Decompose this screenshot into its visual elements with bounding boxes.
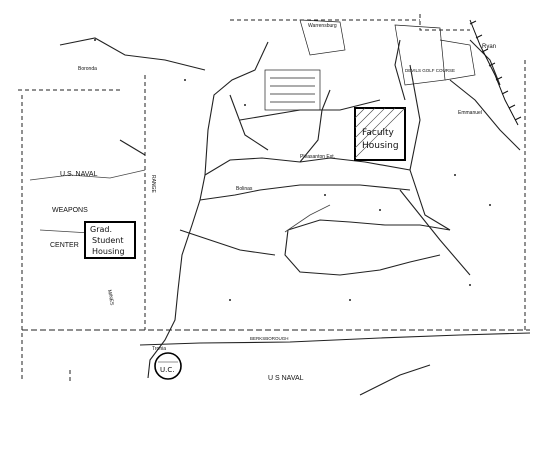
label-ryan: Ryan	[482, 44, 496, 50]
northeast-block	[394, 24, 446, 86]
roads	[59, 37, 531, 396]
road-north	[299, 89, 331, 163]
spot-mark	[379, 209, 381, 211]
spot-mark	[324, 194, 326, 196]
label-tronia: Tronia	[152, 346, 166, 352]
spot-mark	[469, 284, 471, 286]
ne-block-east	[439, 39, 476, 81]
creek-loop	[284, 204, 331, 233]
faculty-housing-area: Faculty Housing	[354, 107, 406, 161]
road-central	[199, 184, 411, 201]
road-far-east	[449, 79, 521, 151]
label-emmanuel: Emmanuel	[458, 110, 482, 116]
spot-mark	[489, 204, 491, 206]
road-northeast	[409, 64, 421, 171]
grad-housing-line3: Housing	[92, 247, 125, 256]
spot-mark	[229, 299, 231, 301]
label-bolinas: Bolinas	[236, 186, 253, 192]
spot-mark	[184, 79, 186, 81]
road-inner	[229, 94, 269, 151]
label-center: CENTER	[50, 242, 79, 249]
road-west-spur	[119, 139, 146, 156]
boundary-lines	[18, 14, 530, 382]
ne-boundary	[419, 14, 470, 31]
label-weapons: WEAPONS	[52, 207, 88, 214]
road-ne-corner	[469, 39, 501, 86]
main-highway	[147, 41, 269, 379]
spot-mark	[454, 174, 456, 176]
town-blocks	[264, 19, 476, 111]
road-northwest	[59, 37, 206, 71]
grad-housing-area: Grad. Student Housing	[84, 221, 136, 259]
label-boronda: Boronda	[78, 66, 97, 72]
railroad	[469, 19, 522, 126]
spot-mark	[244, 104, 246, 106]
road-loop-north	[287, 219, 451, 231]
label-devils-golf-course: DEVILS GOLF COURSE	[405, 68, 455, 73]
faculty-housing-box	[354, 107, 406, 161]
label-warrensburg: Warrensburg	[308, 23, 337, 29]
label-mines: MINES	[106, 289, 115, 306]
road-east	[299, 157, 411, 171]
road-east-connector	[409, 169, 451, 231]
uc-label: U.C.	[160, 366, 174, 374]
spot-marks	[94, 39, 491, 301]
road-south	[139, 332, 531, 346]
label-pleasanton-ext: Pleasanton Ext.	[300, 154, 335, 160]
town-block-north	[264, 69, 321, 111]
road-loop-south	[284, 229, 441, 276]
faculty-housing-line1: Faculty	[362, 128, 395, 138]
label-berksborough: BERKSBOROUGH	[250, 336, 289, 341]
map-labels: U.S. NAVAL WEAPONS CENTER U S NAVAL Boro…	[50, 23, 496, 382]
faculty-housing-hatch	[354, 107, 406, 159]
spot-mark	[349, 299, 351, 301]
grad-housing-line2: Student	[92, 236, 124, 245]
grad-housing-box	[84, 221, 136, 259]
label-us-naval-south: U S NAVAL	[268, 375, 304, 382]
creek-west	[29, 169, 146, 181]
faculty-housing-line2: Housing	[362, 141, 399, 151]
road-south-loop	[179, 229, 276, 256]
railroad-ties	[469, 20, 522, 121]
uc-area: U.C.	[154, 352, 182, 380]
label-us-naval: U.S. NAVAL	[60, 171, 98, 178]
road-to-pleasanton	[204, 157, 301, 176]
creeks	[29, 169, 331, 234]
road-southeast-bottom	[359, 364, 431, 396]
town-block-streets	[270, 77, 315, 103]
label-range: RANGE	[150, 175, 156, 193]
warrensburg-block	[299, 19, 346, 56]
uc-circle	[154, 352, 182, 380]
grad-housing-line1: Grad.	[90, 225, 112, 234]
spot-mark	[94, 39, 96, 41]
road-southeast	[399, 189, 471, 276]
road-ne-spur	[394, 39, 406, 101]
